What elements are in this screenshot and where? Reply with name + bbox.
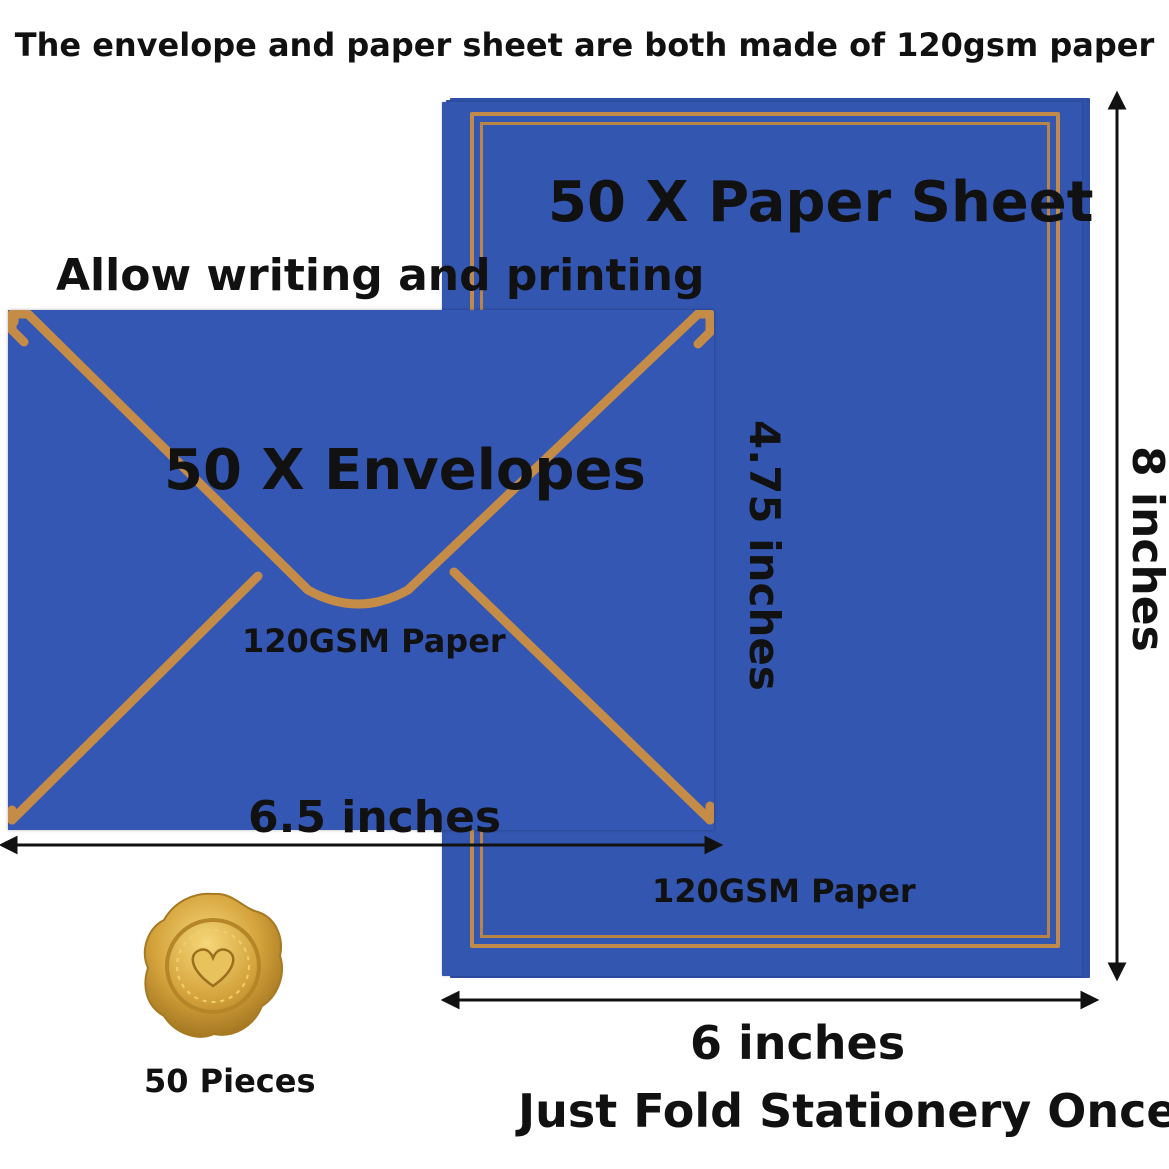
envelope [8, 310, 714, 830]
seal-count-label: 50 Pieces [144, 1062, 316, 1100]
envelope-height-label: 4.75 inches [740, 420, 789, 691]
envelope-title: 50 X Envelopes [164, 438, 646, 503]
footer-caption: Just Fold Stationery Once [518, 1084, 1169, 1138]
envelope-flap-lines [8, 310, 714, 825]
heart-wax-seal-icon [143, 892, 283, 1038]
envelope-width-label: 6.5 inches [248, 792, 502, 843]
paper-sheet-title: 50 X Paper Sheet [548, 170, 1094, 235]
paper-sheet-gsm-label: 120GSM Paper [652, 872, 916, 910]
header-caption: The envelope and paper sheet are both ma… [14, 26, 1155, 64]
sheet-height-label: 8 inches [1122, 446, 1169, 652]
envelope-gsm-label: 120GSM Paper [242, 622, 506, 660]
envelope-feature-label: Allow writing and printing [56, 250, 705, 301]
sheet-width-label: 6 inches [690, 1016, 906, 1070]
